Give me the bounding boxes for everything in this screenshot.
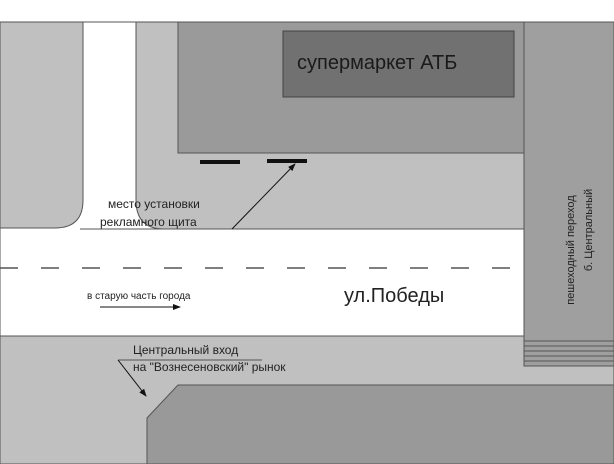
entrance-label-line2: на "Вознесеновский" рынок — [133, 360, 286, 374]
entrance-pointer-arrow — [117, 359, 147, 397]
market-building — [146, 384, 614, 464]
billboard-pointer-arrow — [231, 163, 296, 230]
billboard-2 — [267, 159, 307, 163]
sidewalk-left-block — [0, 21, 84, 229]
entrance-label-line1: Центральный вход — [133, 343, 239, 357]
boulevard-label: б. Центральный — [583, 188, 595, 272]
boulevard-strip — [523, 21, 614, 367]
crosswalk-label: пешеходный переход — [565, 195, 577, 305]
billboard-place-label-line1: место установки — [108, 197, 200, 211]
billboard-place-label-line2: рекламного щита — [100, 215, 197, 229]
direction-label: в старую часть города — [87, 291, 191, 302]
supermarket-label: супермаркет АТБ — [297, 52, 458, 74]
billboard-1 — [200, 160, 240, 164]
supermarket-building — [282, 30, 515, 98]
street-name-label: ул.Победы — [344, 285, 445, 307]
crosswalk-stripes — [524, 340, 614, 362]
